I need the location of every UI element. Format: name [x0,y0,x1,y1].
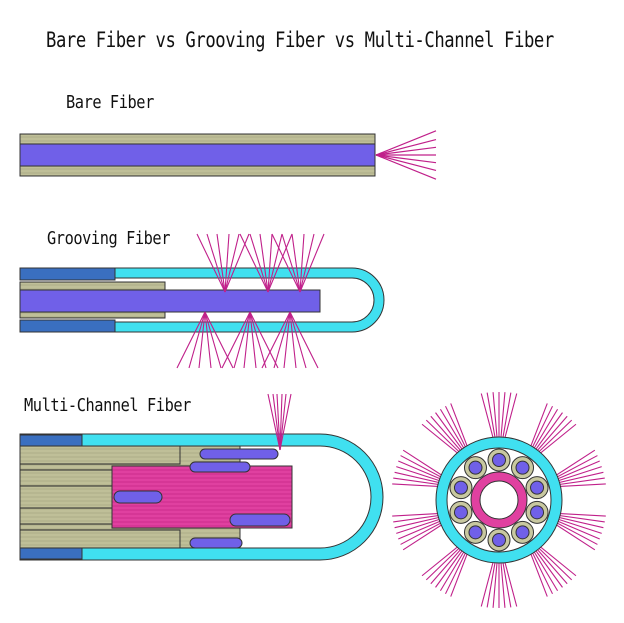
light-ray [283,311,291,369]
grooving-core [19,289,321,313]
cross-channel-core [453,480,468,495]
light-ray [279,393,292,451]
cross-channel-core [492,533,506,547]
light-ray [239,233,269,293]
light-ray [291,233,301,293]
grooving-jacket-top [19,267,116,281]
light-ray [249,233,269,293]
light-ray [281,233,301,293]
light-ray [375,154,437,171]
bare-light-rays [375,130,437,180]
cross-channel-core [492,453,506,467]
multi-light-rays [267,393,292,451]
light-ray [233,311,251,369]
light-ray [267,233,283,293]
light-ray [279,393,283,451]
multi-channel-core [189,537,243,549]
light-ray [272,393,281,451]
light-ray [221,311,251,369]
light-ray [289,311,297,369]
light-ray [299,233,315,293]
light-ray [204,311,222,369]
page-title: Bare Fiber vs Grooving Fiber vs Multi-Ch… [46,28,554,52]
multi-channel-core [199,448,279,460]
light-ray [289,311,319,369]
light-ray [176,311,206,369]
grooving-fiber [19,233,385,369]
light-ray [206,233,226,293]
light-ray [276,393,281,451]
grooving-light-rays [176,233,325,369]
light-ray [188,311,206,369]
light-ray [267,393,281,451]
light-ray [216,233,226,293]
cross-channel-core [468,460,483,475]
multi-channel-fiber [19,393,384,561]
bare-fiber-label: Bare Fiber [66,92,154,113]
grooving-jacket-bottom [19,319,116,333]
cross-channel-core [515,460,530,475]
light-ray [299,233,325,293]
light-ray [289,311,307,369]
light-ray [204,311,212,369]
light-ray [267,233,293,293]
grooving-fiber-label: Grooving Fiber [47,228,171,249]
multi-channel-core [229,513,291,527]
light-ray [249,311,267,369]
multi-jacket-top [19,434,83,447]
light-ray [375,146,437,156]
light-ray [375,154,437,180]
light-ray [204,311,234,369]
light-ray [375,130,437,156]
cross-channel-core [468,525,483,540]
light-ray [273,311,291,369]
light-ray [224,233,240,293]
multi-jacket-bottom [19,547,83,560]
multi-cladding-layer [19,445,181,465]
light-ray [198,311,206,369]
light-ray [267,233,273,293]
multi-channel-fiber-label: Multi-Channel Fiber [24,395,191,416]
cross-center-hole [479,480,519,520]
light-ray [249,311,257,369]
light-ray [299,233,305,293]
light-ray [224,233,230,293]
light-ray [243,311,251,369]
multi-channel-core [113,490,163,504]
bare-fiber [19,130,437,180]
cross-channel-core [530,505,545,520]
bare-core [19,143,376,167]
light-ray [375,154,437,164]
cross-channels [449,448,549,552]
multi-channel-cross-section [392,392,606,608]
light-ray [249,311,279,369]
cross-channel-core [453,505,468,520]
multi-outer-tube [19,433,384,561]
light-ray [259,233,269,293]
light-ray [261,311,291,369]
cross-channel-core [530,480,545,495]
light-ray [375,139,437,156]
light-ray [279,393,287,451]
multi-cladding-layer [19,529,181,549]
light-ray [271,233,301,293]
light-ray [196,233,226,293]
cross-channel-core [515,525,530,540]
multi-channel-core [189,461,251,473]
